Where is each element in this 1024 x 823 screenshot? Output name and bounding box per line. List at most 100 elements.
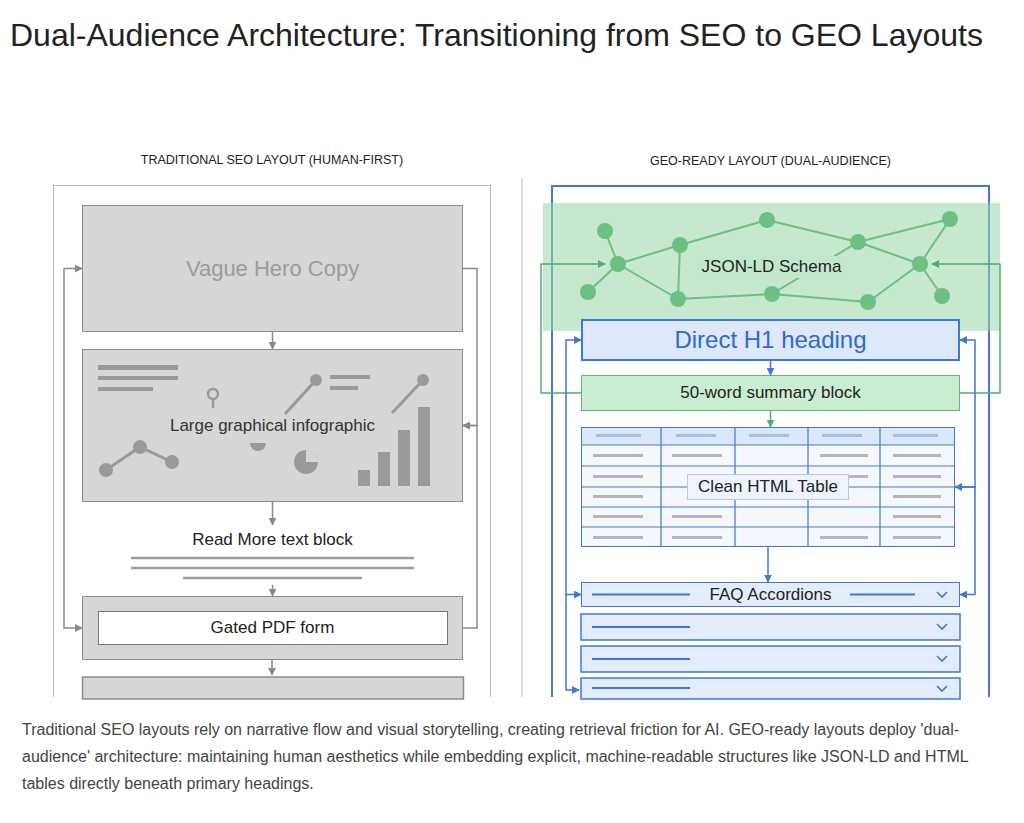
cell-placeholder	[593, 495, 643, 498]
flow-connector	[541, 264, 605, 393]
table-rule	[581, 486, 955, 487]
flow-connector	[272, 332, 274, 349]
flow-connector	[272, 585, 274, 596]
network-dot	[670, 291, 686, 307]
table-rule	[879, 427, 880, 547]
bar-icon	[358, 470, 370, 486]
network-dot	[850, 234, 866, 250]
cell-placeholder	[749, 434, 789, 437]
pin-icon	[212, 399, 215, 408]
chart-line	[285, 380, 316, 414]
flow-connector	[770, 411, 772, 427]
chart-line	[392, 380, 423, 413]
flow-connector	[955, 487, 975, 595]
chart-point	[99, 463, 113, 477]
arc-icon	[250, 443, 266, 451]
chevron-icon	[937, 624, 947, 629]
box-label: 50-word summary block	[680, 383, 860, 403]
flow-connector	[272, 502, 274, 525]
cell-placeholder	[593, 515, 643, 518]
cell-placeholder	[593, 475, 643, 478]
chart-point	[133, 440, 147, 454]
flow-connector	[463, 269, 477, 426]
flow-connector	[955, 340, 975, 487]
cell-placeholder	[672, 454, 722, 457]
layout-panel: GEO-READY LAYOUT (DUAL-AUDIENCE)JSON-LD …	[551, 185, 990, 697]
flow-connector	[64, 269, 82, 629]
cell-placeholder	[820, 475, 868, 478]
cell-placeholder	[893, 495, 941, 498]
network-dot	[759, 212, 775, 228]
accordion-line	[592, 594, 690, 596]
network-dot	[610, 256, 626, 272]
chart-point	[417, 374, 429, 386]
panel-heading: GEO-READY LAYOUT (DUAL-AUDIENCE)	[553, 154, 988, 168]
network-dot	[942, 211, 958, 227]
diagram-caption: Traditional SEO layouts rely on narrativ…	[22, 716, 1012, 797]
table-rule	[581, 444, 955, 445]
chart-point	[165, 455, 179, 469]
pie-slice	[306, 450, 318, 462]
box-label: Vague Hero Copy	[186, 256, 359, 282]
table-label: Clean HTML Table	[687, 474, 849, 500]
box-label: Direct H1 heading	[674, 326, 866, 354]
flow-arrow	[271, 660, 273, 675]
network-dot	[912, 256, 928, 272]
html-table: Clean HTML Table	[581, 427, 955, 547]
text-block: Read More text block	[82, 525, 463, 585]
chevron-icon	[937, 656, 947, 661]
bar-icon	[378, 452, 390, 486]
network-dot	[580, 284, 596, 300]
flow-connector	[770, 361, 772, 375]
layout-panel: TRADITIONAL SEO LAYOUT (HUMAN-FIRST)Vagu…	[53, 185, 491, 697]
text-line-icon	[131, 557, 414, 560]
text-line-icon	[98, 387, 153, 391]
table-rule	[581, 506, 955, 507]
cell-placeholder	[820, 536, 868, 539]
flow-connector	[566, 340, 581, 595]
cell-placeholder	[593, 454, 643, 457]
network-links	[588, 219, 950, 302]
cell-placeholder	[893, 454, 941, 457]
band-label: JSON-LD Schema	[696, 256, 848, 278]
chevron-icon	[937, 592, 947, 597]
pin-icon	[208, 389, 218, 399]
chart-line	[106, 447, 172, 470]
flow-connector	[463, 426, 477, 629]
flow-connector	[932, 264, 1000, 393]
form-box: Gated PDF form	[82, 596, 463, 660]
network-dot	[597, 223, 613, 239]
accordion-bar	[581, 646, 960, 672]
cell-placeholder	[820, 454, 868, 457]
network-dot	[672, 237, 688, 253]
cell-placeholder	[893, 434, 938, 437]
cell-placeholder	[893, 536, 941, 539]
cell-placeholder	[676, 434, 716, 437]
accordion-line	[592, 626, 690, 628]
cell-placeholder	[822, 434, 862, 437]
pie-chart	[294, 450, 318, 474]
text-line-icon	[98, 365, 178, 370]
table-header-row	[582, 428, 954, 445]
heading-box: Direct H1 heading	[581, 319, 960, 361]
cell-placeholder	[596, 434, 641, 437]
accordion-line	[592, 687, 690, 689]
text-line-icon	[330, 375, 370, 379]
table-rule	[660, 427, 661, 547]
cell-placeholder	[893, 515, 941, 518]
chevron-icon	[937, 686, 947, 691]
schema-band: JSON-LD Schema	[543, 203, 1000, 331]
cell-placeholder	[672, 536, 722, 539]
bar-icon	[418, 407, 430, 486]
panel-divider	[521, 178, 523, 697]
cell-placeholder	[893, 475, 941, 478]
feedback-line	[566, 595, 579, 691]
panel-heading: TRADITIONAL SEO LAYOUT (HUMAN-FIRST)	[54, 153, 490, 167]
table-rule	[581, 526, 955, 527]
table-rule	[734, 427, 735, 547]
cell-placeholder	[672, 515, 722, 518]
diagram-title: Dual-Audience Architecture: Transitionin…	[10, 12, 985, 58]
summary-box: 50-word summary block	[581, 375, 960, 411]
